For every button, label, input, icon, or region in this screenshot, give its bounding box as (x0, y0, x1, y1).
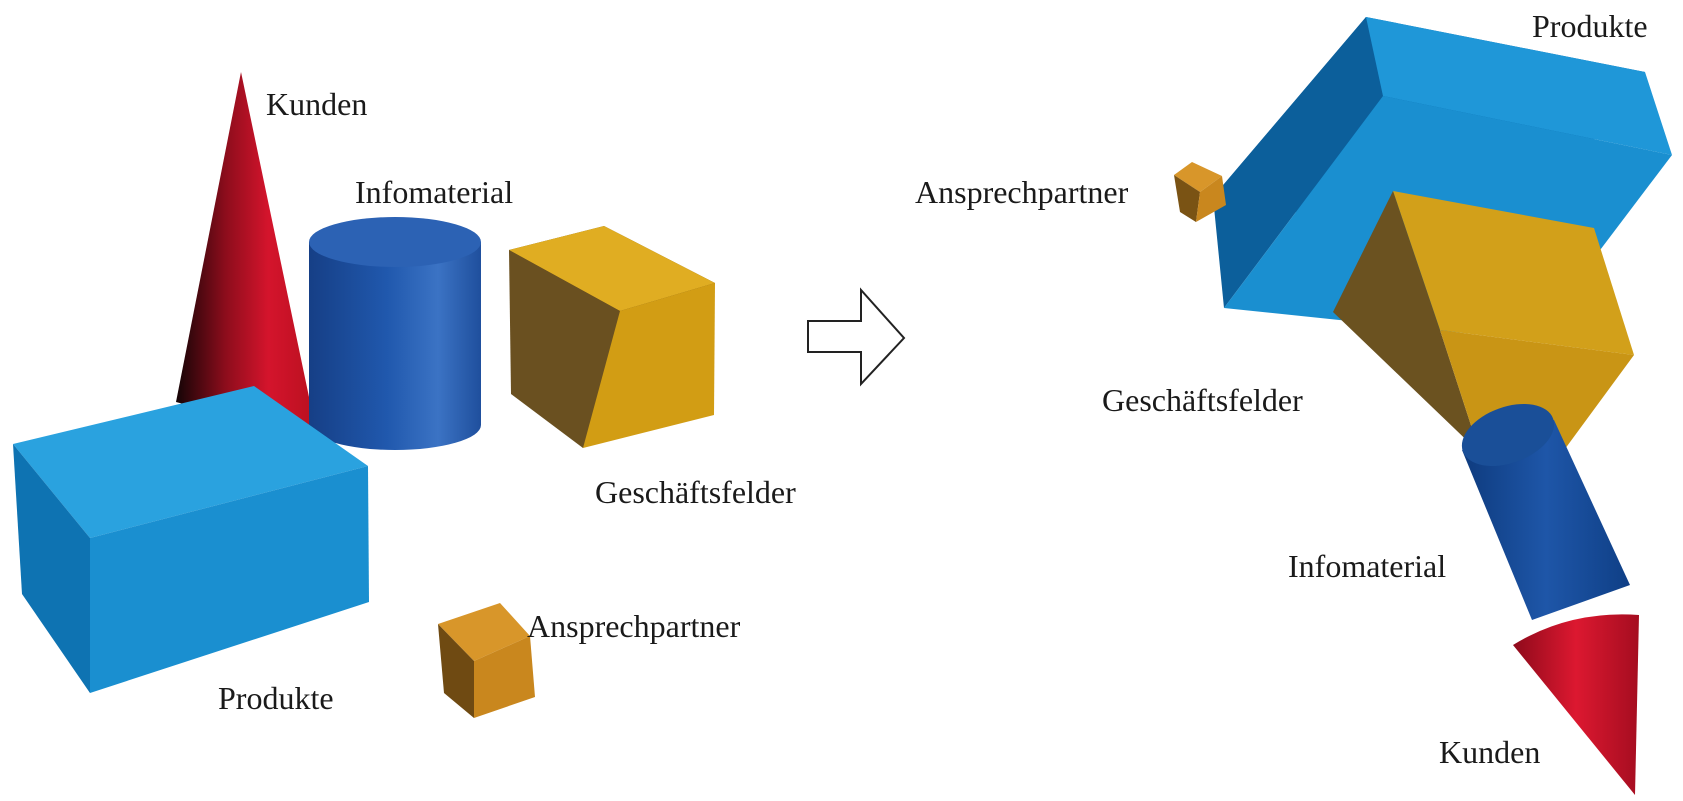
right-scene (1174, 17, 1672, 795)
label-left-kunden: Kunden (266, 86, 368, 122)
label-right-geschaeftsfelder: Geschäftsfelder (1102, 382, 1303, 418)
cube-geschaeftsfelder-shape (509, 226, 715, 448)
label-left-geschaeftsfelder: Geschäftsfelder (595, 474, 796, 510)
transition-arrow-icon (807, 287, 906, 387)
cube-ansprechpartner-right-shape (1174, 162, 1226, 222)
label-right-infomaterial: Infomaterial (1288, 548, 1447, 584)
box-produkte-shape (13, 386, 369, 693)
left-scene (13, 72, 715, 718)
cylinder-infomaterial-right-shape (1461, 403, 1630, 620)
cube-geschaeftsfelder-right-shape (1333, 191, 1634, 453)
label-right-produkte: Produkte (1532, 8, 1648, 44)
label-left-ansprechpartner: Ansprechpartner (527, 608, 741, 644)
cylinder-infomaterial-shape (309, 217, 481, 450)
cone-kunden-shape (176, 72, 318, 440)
label-right-ansprechpartner: Ansprechpartner (915, 174, 1129, 210)
label-left-infomaterial: Infomaterial (355, 174, 514, 210)
label-left-produkte: Produkte (218, 680, 334, 716)
cube-ansprechpartner-shape (438, 603, 535, 718)
cone-kunden-right-shape (1513, 614, 1639, 795)
label-right-kunden: Kunden (1439, 734, 1541, 770)
